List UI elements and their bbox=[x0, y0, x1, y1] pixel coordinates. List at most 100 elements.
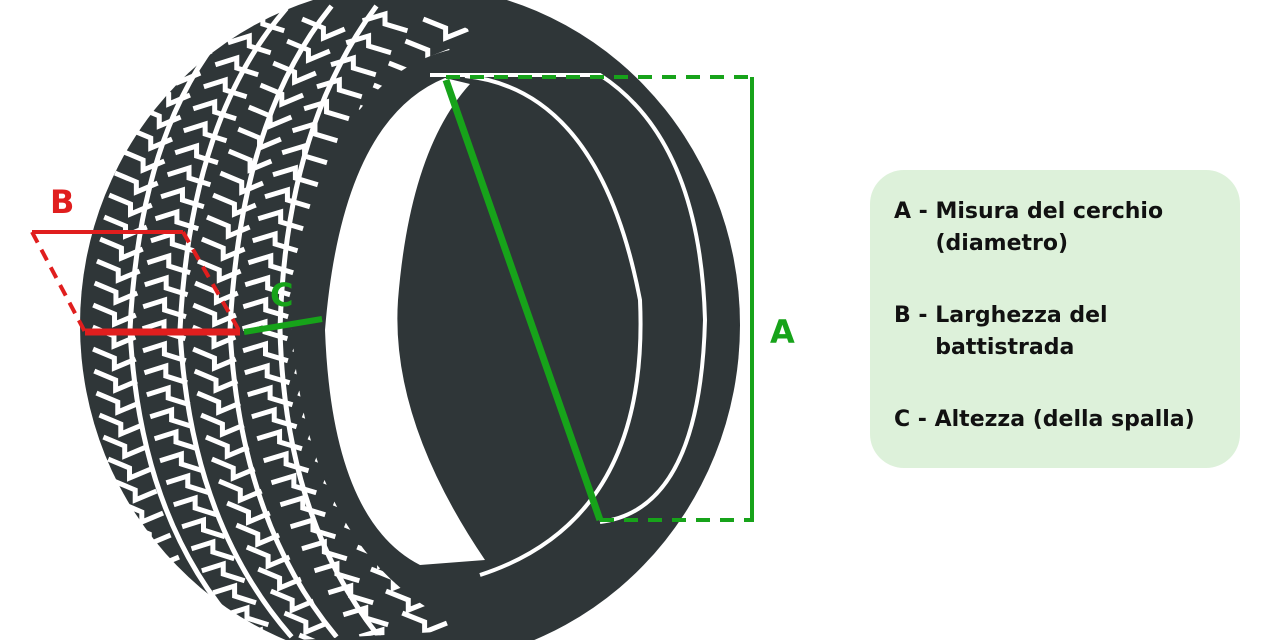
tread-block bbox=[114, 170, 159, 196]
label-b: B bbox=[50, 183, 74, 221]
tread-block bbox=[112, 478, 158, 504]
tread-block bbox=[192, 346, 237, 372]
tread-block bbox=[144, 274, 189, 298]
tread-block bbox=[385, 588, 432, 614]
tread-block bbox=[247, 252, 294, 276]
tread-block bbox=[270, 472, 317, 496]
tread-block bbox=[212, 582, 257, 606]
tread-block bbox=[327, 582, 374, 606]
tread-block bbox=[136, 104, 182, 130]
legend-desc-a: Misura del cerchio (diametro) bbox=[935, 199, 1164, 256]
tread-block bbox=[120, 148, 166, 174]
tread-block bbox=[235, 522, 281, 548]
tread-block bbox=[257, 566, 302, 592]
tread-block bbox=[98, 412, 144, 438]
b-left-dash bbox=[30, 231, 87, 333]
tread-block bbox=[303, 98, 350, 122]
tread-block bbox=[95, 258, 141, 284]
dimension-c-line bbox=[243, 316, 323, 335]
tread-block bbox=[146, 384, 191, 408]
legend-key-c: C - bbox=[894, 407, 935, 432]
tread-block bbox=[200, 236, 246, 262]
label-c: C bbox=[270, 276, 293, 314]
tread-block bbox=[200, 412, 245, 438]
tread-block bbox=[214, 54, 259, 78]
tread-block bbox=[154, 208, 200, 232]
tread-block bbox=[227, 32, 272, 56]
tread-block bbox=[93, 280, 139, 306]
rim-line-outer bbox=[430, 73, 708, 524]
tread-block bbox=[93, 368, 138, 394]
tread-block bbox=[193, 368, 239, 394]
tread-block bbox=[269, 588, 315, 614]
tread-block bbox=[194, 280, 239, 306]
tread-block bbox=[165, 610, 211, 636]
tread-block bbox=[279, 494, 326, 518]
tread-block bbox=[192, 98, 237, 122]
tread-block bbox=[127, 522, 172, 548]
tread-block bbox=[257, 208, 304, 232]
tread-block bbox=[313, 560, 361, 584]
tread-block bbox=[301, 16, 346, 42]
tread-block bbox=[146, 82, 191, 108]
tread-block bbox=[177, 632, 223, 640]
tread-block bbox=[102, 434, 147, 460]
tread-block bbox=[196, 390, 241, 416]
tread-block bbox=[330, 54, 377, 78]
legend-desc-c: Altezza (della spalla) bbox=[934, 407, 1195, 432]
tread-block bbox=[262, 450, 310, 474]
tread-block bbox=[242, 340, 289, 364]
tread-block bbox=[219, 170, 264, 196]
tread-block bbox=[345, 32, 392, 56]
legend-key-a: A - bbox=[894, 199, 936, 224]
tread-block bbox=[259, 82, 305, 108]
tread-block bbox=[272, 164, 319, 188]
tread-block bbox=[206, 214, 251, 240]
tread-block bbox=[242, 296, 289, 320]
tread-block bbox=[192, 302, 237, 328]
tread-block bbox=[342, 604, 389, 628]
tread-block bbox=[422, 16, 469, 42]
tread-block bbox=[183, 120, 228, 144]
tread-block bbox=[289, 516, 337, 540]
tread-block bbox=[92, 346, 137, 372]
tread-block bbox=[160, 186, 205, 210]
tread-block bbox=[173, 494, 218, 518]
tread-block bbox=[227, 148, 273, 174]
tread-block bbox=[135, 544, 180, 570]
tread-block bbox=[361, 10, 409, 34]
tread-block bbox=[212, 192, 257, 218]
tread-block bbox=[218, 478, 263, 504]
tread-block bbox=[283, 610, 329, 636]
tread-block bbox=[153, 428, 199, 452]
tread-block bbox=[165, 472, 210, 496]
tread-block bbox=[95, 390, 141, 416]
legend-key-b: B - bbox=[894, 303, 936, 328]
tread-groove bbox=[277, 4, 384, 640]
tread-block bbox=[154, 588, 200, 614]
tread-block bbox=[128, 126, 174, 152]
dimension-a bbox=[442, 75, 754, 522]
tread-block bbox=[245, 544, 291, 570]
legend-desc-b: Larghezza del battistrada bbox=[935, 303, 1108, 360]
tread-block bbox=[108, 192, 153, 218]
tread-block bbox=[252, 230, 299, 254]
legend-item-b: B - Larghezza del battistrada bbox=[894, 300, 1220, 364]
tread-block bbox=[166, 164, 212, 188]
diameter-line bbox=[442, 78, 604, 522]
tread-block bbox=[358, 626, 406, 640]
tread-block bbox=[291, 120, 339, 144]
legend-box: A - Misura del cerchio (diametro) B - La… bbox=[870, 170, 1240, 468]
tread-block bbox=[244, 274, 291, 298]
tread-block bbox=[256, 428, 303, 452]
tread-block bbox=[301, 538, 348, 562]
tread-block bbox=[251, 406, 298, 430]
tread-block bbox=[142, 340, 187, 364]
tread-block bbox=[174, 142, 219, 166]
tread-block bbox=[142, 296, 187, 320]
tread-block bbox=[181, 516, 226, 540]
tread-block bbox=[179, 16, 225, 42]
tread-block bbox=[401, 610, 448, 636]
legend-item-c: C - Altezza (della spalla) bbox=[894, 404, 1220, 436]
